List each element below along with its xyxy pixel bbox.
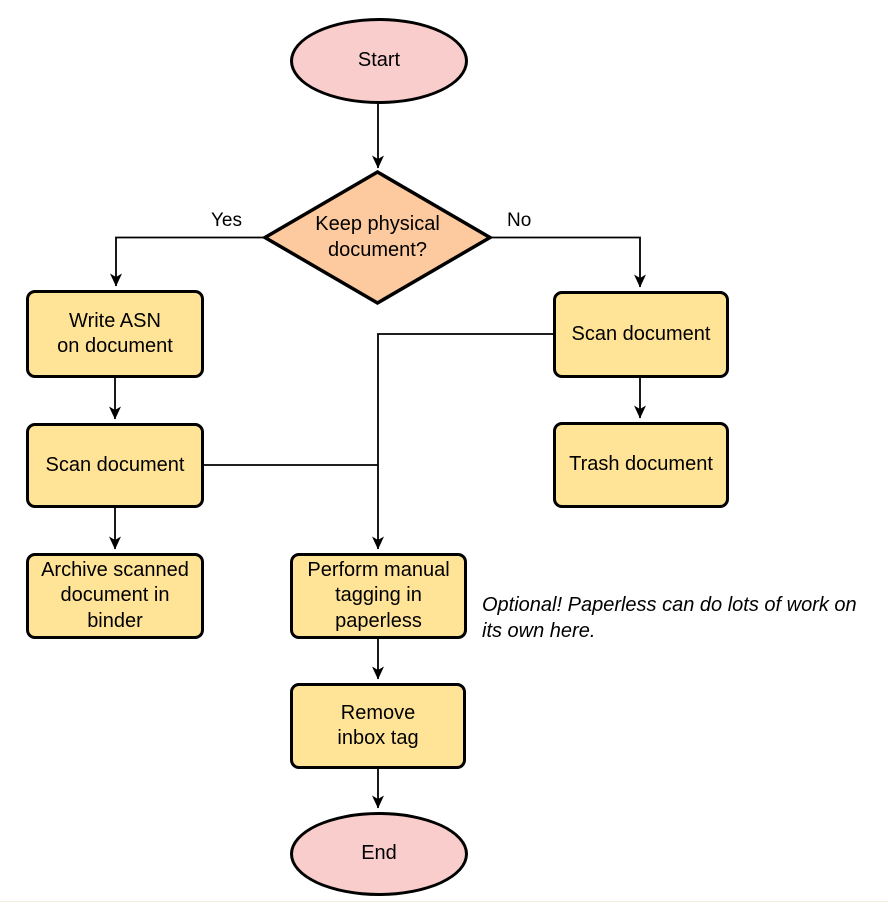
node-write-asn: Write ASN on document (26, 290, 204, 378)
node-start: Start (290, 18, 468, 104)
optional-note: Optional! Paperless can do lots of work … (482, 594, 857, 642)
edge-label-no: No (507, 210, 532, 231)
edge-label-yes: Yes (211, 210, 242, 231)
node-end: End (290, 812, 468, 896)
node-decision: Keep physical document? (315, 213, 440, 261)
node-trash-document: Trash document (553, 422, 729, 508)
edge-decision-yes (110, 236, 266, 287)
node-scan-document-left: Scan document (26, 423, 204, 508)
node-archive-binder: Archive scanned document in binder (26, 553, 204, 639)
node-scan-document-right: Scan document (553, 291, 729, 378)
decision-diamond (261, 169, 494, 306)
edge-scanright-tagging (372, 333, 553, 550)
bottom-divider (0, 901, 888, 902)
edge-decision-no (489, 236, 646, 288)
node-manual-tagging: Perform manual tagging in paperless (290, 553, 467, 639)
node-remove-inbox-tag: Remove inbox tag (290, 683, 466, 769)
